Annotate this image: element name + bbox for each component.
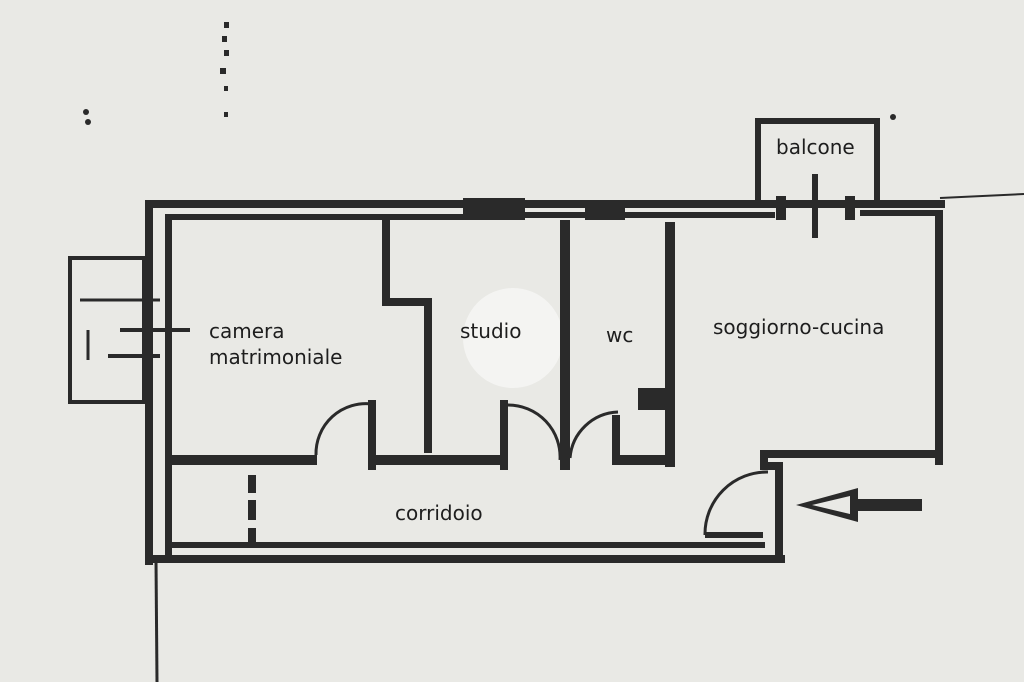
room-label-corridoio: corridoio xyxy=(395,501,483,525)
arrow-left-icon xyxy=(796,488,922,522)
room-label-balcone: balcone xyxy=(776,135,855,159)
room-label-camera: camera matrimoniale xyxy=(209,318,342,370)
room-label-wc: wc xyxy=(606,323,634,347)
scan-artifacts xyxy=(83,22,1024,682)
interior-walls xyxy=(172,220,763,544)
room-label-studio: studio xyxy=(460,319,522,343)
doors xyxy=(314,402,769,536)
room-label-soggiorno: soggiorno-cucina xyxy=(713,315,885,339)
room-label-camera-line2: matrimoniale xyxy=(209,345,343,369)
room-label-camera-line1: camera xyxy=(209,319,285,343)
highlight-circle xyxy=(463,288,563,388)
balcone-walls xyxy=(755,118,880,238)
outer-walls xyxy=(145,198,945,565)
